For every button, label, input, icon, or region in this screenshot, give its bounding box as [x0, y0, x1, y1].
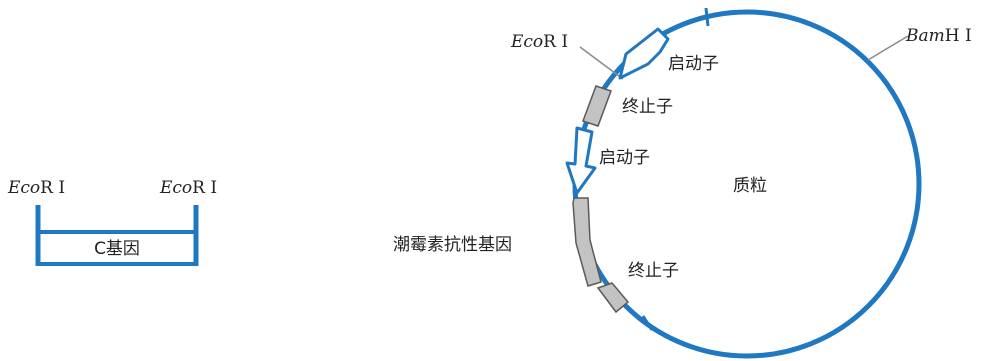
promoter-1-label: 启动子	[668, 54, 719, 74]
resistance-gene-label: 潮霉素抗性基因	[393, 235, 512, 255]
promoter-2-arrow	[565, 126, 597, 195]
bamhi-leader-line	[867, 35, 909, 61]
ecori-label-right: EcoR Ⅰ	[159, 178, 217, 198]
bamhi-label: BamH Ⅰ	[905, 26, 972, 46]
resistance-gene-box	[572, 197, 602, 287]
ecori-leader-line	[579, 46, 624, 80]
plasmid: EcoR Ⅰ BamH Ⅰ 启动子 终止子 启动子 质粒 潮霉素抗性基因 终止子	[393, 7, 972, 359]
plasmid-center-label: 质粒	[733, 176, 767, 196]
ecori-label-plasmid: EcoR Ⅰ	[510, 32, 568, 52]
ring-tick-top	[704, 7, 710, 27]
ring-tick-bottom	[641, 315, 654, 331]
promoter-2-label: 启动子	[599, 148, 650, 168]
terminator-1-label: 终止子	[622, 97, 673, 117]
terminator-2-box	[596, 282, 630, 314]
c-gene-label: C基因	[94, 239, 140, 259]
promoter-1-arrow	[618, 27, 670, 80]
c-gene-fragment: EcoR Ⅰ EcoR Ⅰ C基因	[7, 178, 217, 266]
terminator-2-label: 终止子	[628, 261, 679, 281]
terminator-1-box	[582, 85, 612, 127]
ecori-label-left: EcoR Ⅰ	[7, 178, 65, 198]
